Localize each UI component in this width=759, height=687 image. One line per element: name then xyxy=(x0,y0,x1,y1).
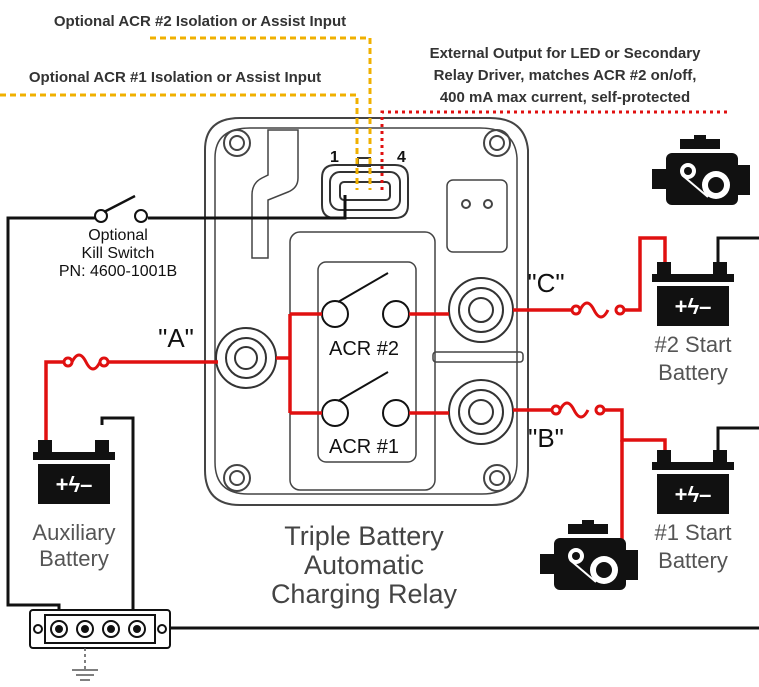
terminal-stud-b xyxy=(448,379,514,445)
label-external-output-1: External Output for LED or Secondary xyxy=(430,45,702,62)
connector-icon xyxy=(321,157,409,219)
battery-icon: +ϟ– xyxy=(652,262,734,326)
battery-symbol: +ϟ– xyxy=(56,472,93,497)
optional-input-wires xyxy=(0,36,372,190)
external-output-wire xyxy=(380,110,730,190)
label-acr2: ACR #2 xyxy=(329,338,399,360)
title-line-3: Charging Relay xyxy=(271,579,458,609)
engine-icon xyxy=(652,135,750,205)
label-external-output-3: 400 mA max current, self-protected xyxy=(440,89,690,106)
label-kill-switch-3: PN: 4600-1001B xyxy=(59,263,177,280)
battery-symbol: +ϟ– xyxy=(675,294,712,319)
acr1-contacts xyxy=(321,371,410,427)
label-external-output-2: Relay Driver, matches ACR #2 on/off, xyxy=(434,67,697,84)
label-acr1: ACR #1 xyxy=(329,436,399,458)
label-aux-battery-2: Battery xyxy=(39,546,109,571)
title-line-1: Triple Battery xyxy=(284,521,444,551)
acr2-contacts xyxy=(321,272,410,328)
battery-icon: +ϟ– xyxy=(652,450,734,514)
fuse-icon xyxy=(62,353,110,371)
label-kill-switch-2: Kill Switch xyxy=(82,245,155,262)
switch-icon xyxy=(94,194,148,223)
label-terminal-b: "B" xyxy=(528,423,564,453)
label-aux-battery-1: Auxiliary xyxy=(32,520,115,545)
title-line-2: Automatic xyxy=(304,550,424,580)
label-start2-battery-1: #2 Start xyxy=(654,332,731,357)
label-pin-4: 4 xyxy=(397,149,406,166)
label-terminal-c: "C" xyxy=(527,268,564,298)
label-pin-1: 1 xyxy=(330,149,339,166)
label-start1-battery-1: #1 Start xyxy=(654,520,731,545)
positive-wires xyxy=(44,236,667,555)
label-acr2-input: Optional ACR #2 Isolation or Assist Inpu… xyxy=(54,13,346,30)
negative-bus-bar xyxy=(29,609,171,649)
label-terminal-a: "A" xyxy=(158,323,194,353)
battery-symbol: +ϟ– xyxy=(675,482,712,507)
fuse-icon xyxy=(570,301,626,319)
battery-icon: +ϟ– xyxy=(33,440,115,504)
label-kill-switch-1: Optional xyxy=(88,227,148,244)
fuse-icon xyxy=(550,401,606,419)
label-start1-battery-2: Battery xyxy=(658,548,728,573)
engine-icon xyxy=(540,520,638,590)
label-acr1-input: Optional ACR #1 Isolation or Assist Inpu… xyxy=(29,69,321,86)
terminal-stud-a xyxy=(215,327,277,389)
ground-icon xyxy=(72,648,98,681)
terminal-stud-c xyxy=(448,277,514,343)
label-start2-battery-2: Battery xyxy=(658,360,728,385)
